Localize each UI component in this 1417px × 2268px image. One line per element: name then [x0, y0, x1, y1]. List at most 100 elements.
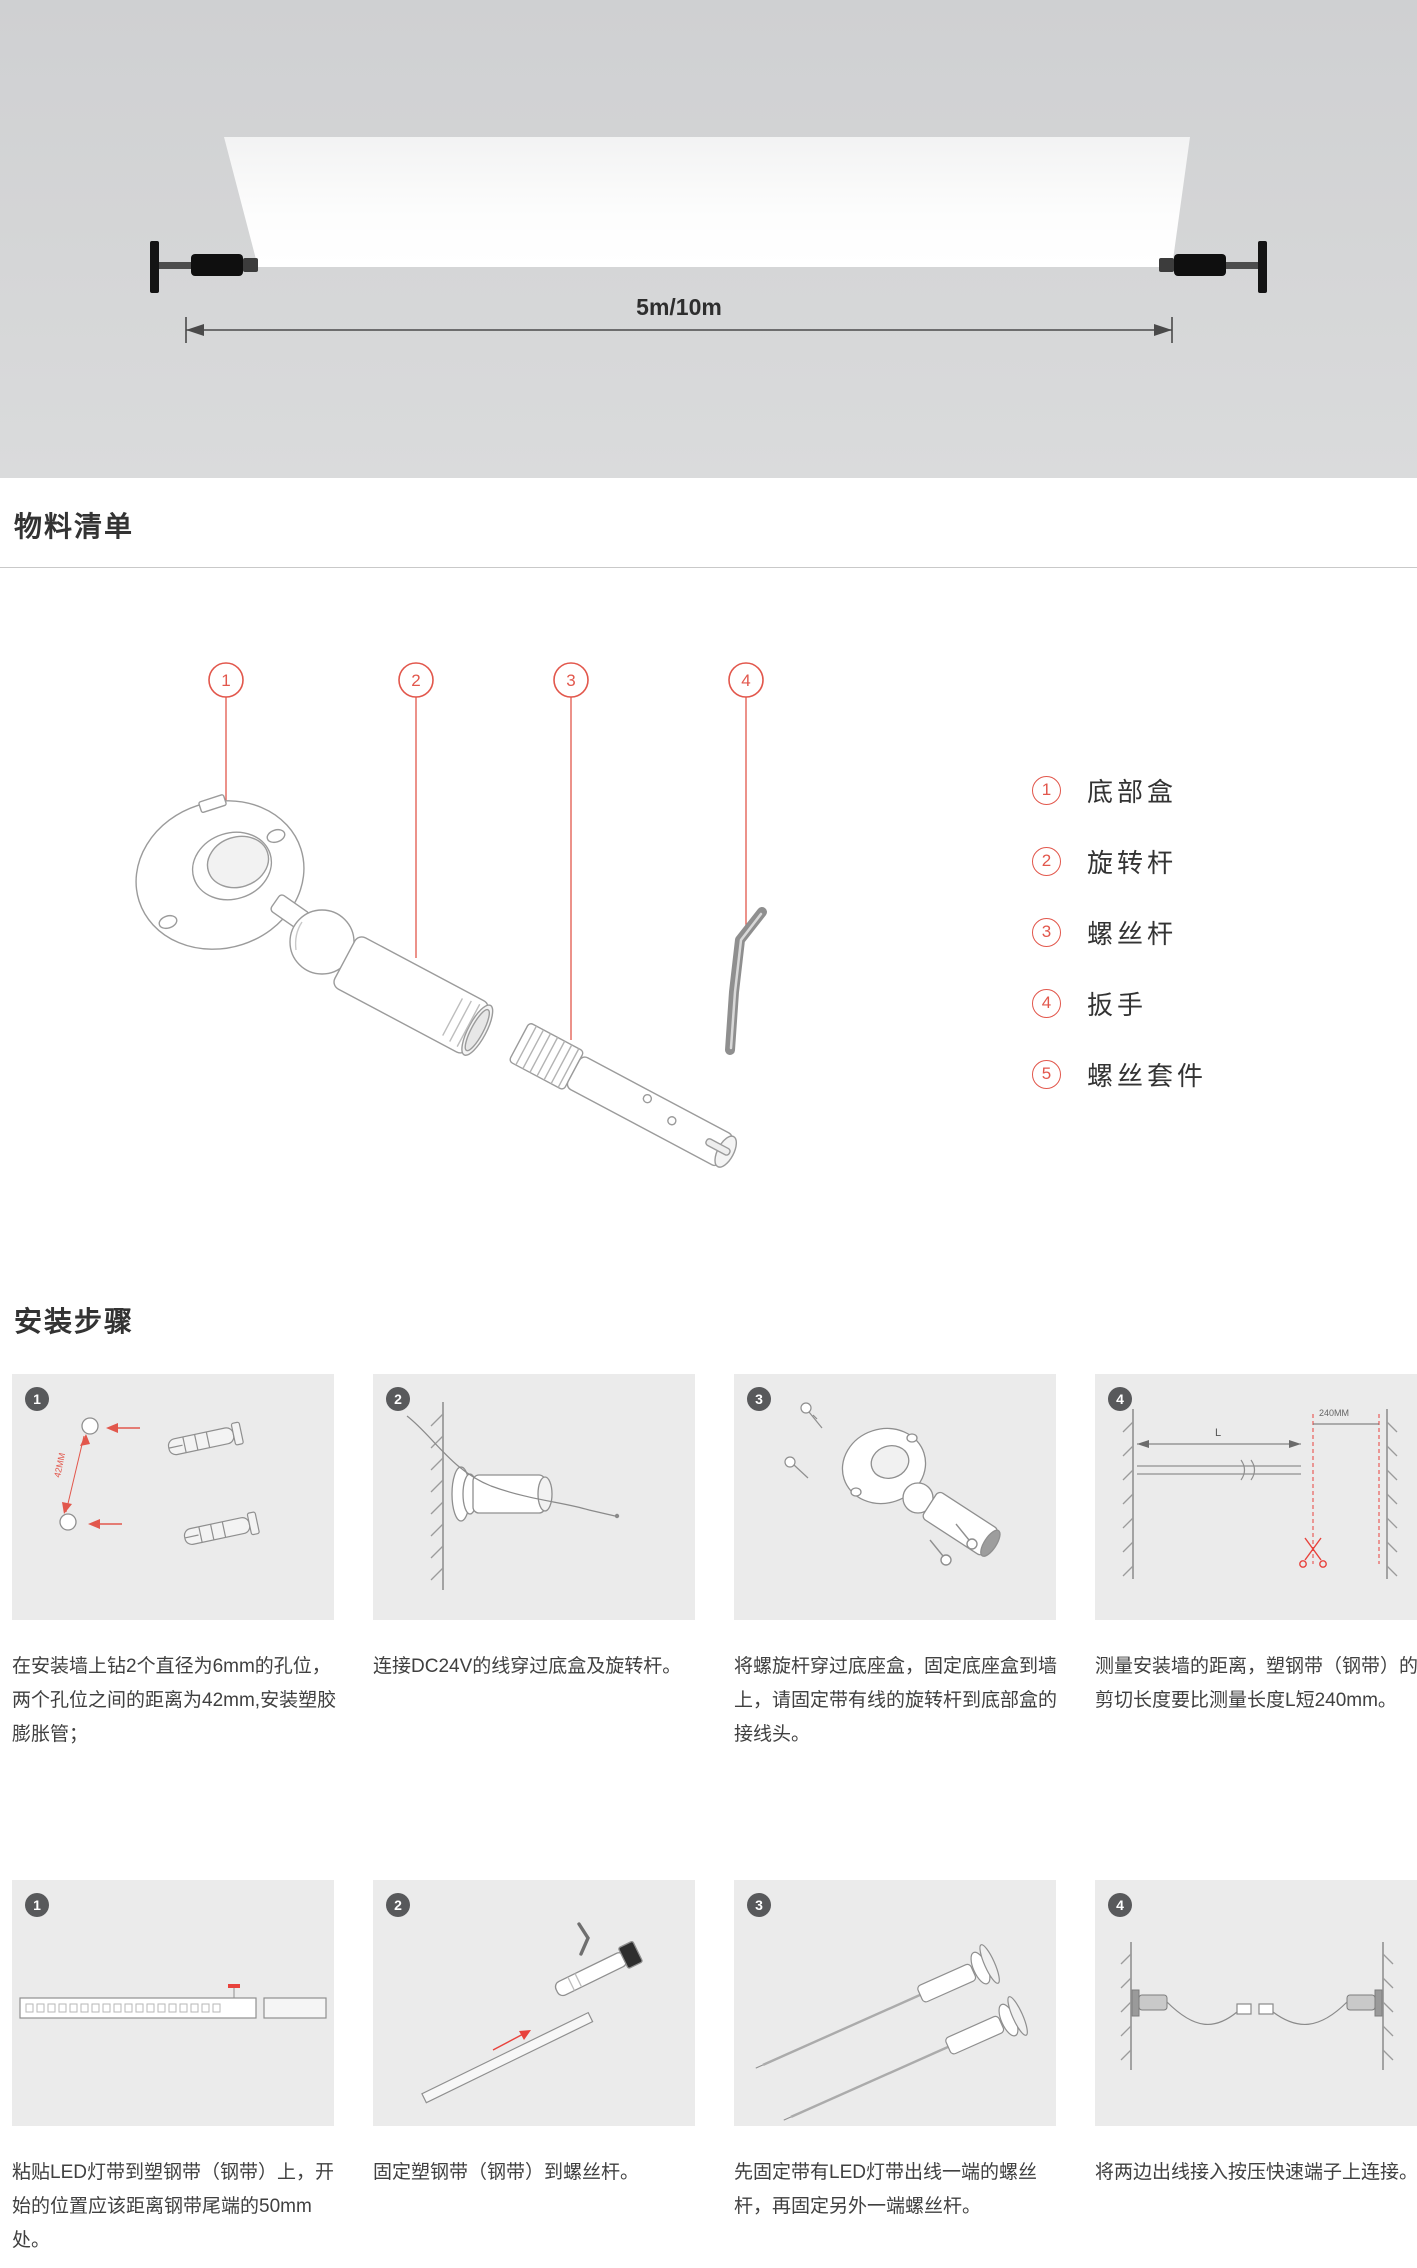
step-fix-band: 2 固定塑钢带（钢带）到螺丝杆。 [373, 1880, 695, 2258]
step-caption: 粘贴LED灯带到塑钢带（钢带）上，开始的位置应该距离钢带尾端的50mm处。 [12, 2162, 334, 2251]
callout-3: 3 [566, 671, 575, 690]
materials-title: 物料清单 [14, 511, 135, 542]
right-wall [1386, 1409, 1398, 1579]
step-caption: 固定塑钢带（钢带）到螺丝杆。 [373, 2162, 640, 2183]
step-image-box: 2 [373, 1880, 695, 2126]
connect-wires-illustration [1120, 1942, 1394, 2070]
length-dimension [1137, 1440, 1301, 1448]
step-image-box: 4 [1095, 1880, 1417, 2126]
led-pads [25, 2003, 221, 2013]
cut-length-label: 240MM [1319, 1408, 1349, 1418]
steps-title: 安装步骤 [14, 1306, 135, 1337]
step-number-badge: 1 [25, 1893, 49, 1917]
legend-label-3: 螺丝杆 [1087, 918, 1178, 949]
hole-distance-label: 42MM [52, 1452, 67, 1479]
step-number-badge: 4 [1108, 1387, 1132, 1411]
led-strip [19, 1997, 327, 2019]
stick-led-illustration [19, 1984, 327, 2019]
steel-band [1137, 1459, 1301, 1481]
steps-row-2: 1 [12, 1880, 1417, 2258]
hole-distance-dimension [62, 1434, 90, 1514]
drill-holes [59, 1417, 99, 1531]
legend-item-screw-rod: 3 螺丝杆 [1032, 916, 1207, 949]
wall [430, 1402, 444, 1590]
rod-assembly-1 [755, 1944, 1000, 2069]
parts-legend: 1 底部盒 2 旋转杆 3 螺丝杆 4 扳手 5 螺丝套件 [1032, 774, 1208, 1091]
part-rotating-rod [333, 936, 494, 1056]
step-image-box: 1 [12, 1880, 334, 2126]
fix-rods-illustration [755, 1944, 1028, 2121]
wires-and-connector [1166, 2001, 1348, 2025]
wall-anchor-2 [183, 1511, 260, 1546]
left-mount [1131, 1989, 1168, 2017]
step-fix-rods: 3 先固定带有LED灯带出线一端的螺丝杆，再固定另外一端螺丝杆 [734, 1880, 1056, 2258]
slide-arrow [492, 2030, 531, 2051]
rod-assembly-2 [783, 1996, 1028, 2121]
drill-holes-illustration: 42MM [52, 1417, 260, 1546]
legend-num-3: 3 [1032, 917, 1061, 947]
wire-through-illustration [406, 1402, 620, 1590]
left-mount [150, 241, 258, 293]
length-label: L [1215, 1427, 1221, 1439]
legend-item-rotating-rod: 2 旋转杆 [1032, 845, 1207, 878]
section-divider [0, 567, 1417, 568]
step-number-badge: 3 [747, 1893, 771, 1917]
part-bottom-box [135, 794, 305, 950]
callout-2: 2 [411, 671, 420, 690]
rod-body [922, 1491, 1001, 1557]
step-caption: 连接DC24V的线穿过底盒及旋转杆。 [373, 1656, 682, 1677]
callout-4: 4 [741, 671, 750, 690]
legend-label-1: 底部盒 [1087, 776, 1178, 807]
step-number-badge: 2 [386, 1387, 410, 1411]
step-caption: 在安装墙上钻2个直径为6mm的孔位，两个孔位之间的距离为42mm,安装塑胶膨胀管… [12, 1656, 337, 1745]
step-caption: 将两边出线接入按压快速端子上连接。 [1095, 2162, 1417, 2183]
screw-top [800, 1402, 823, 1429]
screws-bottom [929, 1523, 978, 1566]
step-image-box: 2 [373, 1374, 695, 1620]
dc-wire [406, 1415, 620, 1519]
legend-item-wrench: 4 扳手 [1032, 987, 1207, 1020]
insert-arrows [88, 1423, 140, 1529]
step-stick-led: 1 [12, 1880, 334, 2258]
step-caption: 先固定带有LED灯带出线一端的螺丝杆，再固定另外一端螺丝杆。 [734, 2162, 1037, 2217]
light-beam [224, 137, 1190, 267]
part-allen-key [725, 907, 767, 1055]
dimension-line [185, 317, 1173, 343]
step-image-box: 1 42MM [12, 1374, 334, 1620]
fix-band-illustration [421, 1922, 643, 2104]
legend-label-2: 旋转杆 [1087, 847, 1178, 878]
base-flange [841, 1427, 934, 1514]
step-fix-base: 3 [734, 1374, 1057, 1752]
callout-1: 1 [221, 671, 230, 690]
legend-label-5: 螺丝套件 [1087, 1060, 1208, 1091]
step-image-box: 4 [1095, 1374, 1417, 1620]
left-wall [1122, 1409, 1134, 1579]
legend-num-1: 1 [1032, 775, 1061, 805]
step-number-badge: 2 [386, 1893, 410, 1917]
offset-mark [228, 1984, 240, 1998]
parts-exploded-diagram: 1 2 3 4 [135, 662, 767, 1168]
legend-label-4: 扳手 [1087, 989, 1148, 1020]
step-image-box: 3 [734, 1880, 1056, 2126]
allen-key-small [577, 1922, 590, 1956]
mounted-base [451, 1466, 553, 1522]
step-number-badge: 1 [25, 1387, 49, 1411]
screw-left [784, 1456, 809, 1479]
screw-rod-with-key [554, 1941, 643, 1997]
legend-item-bottom-box: 1 底部盒 [1032, 774, 1207, 807]
measure-cut-illustration: L 240MM [1122, 1408, 1398, 1579]
step-connect-wires: 4 [1095, 1880, 1417, 2258]
callout-bubbles: 1 2 3 4 [208, 662, 764, 698]
step-caption: 测量安装墙的距离，塑钢带（钢带）的剪切长度要比测量长度L短240mm。 [1095, 1656, 1417, 1711]
steel-band-diagonal [421, 2011, 594, 2104]
legend-item-screw-kit: 5 螺丝套件 [1032, 1058, 1208, 1091]
step-number-badge: 4 [1108, 1893, 1132, 1917]
hero-section: 5m/10m [0, 0, 1417, 478]
left-wall [1120, 1942, 1132, 2070]
callout-leader-lines [225, 697, 747, 1040]
steps-row-1: 1 42MM [12, 1374, 1417, 1752]
step-wire-through: 2 [373, 1374, 695, 1752]
legend-num-5: 5 [1032, 1059, 1061, 1089]
legend-num-4: 4 [1032, 988, 1061, 1018]
